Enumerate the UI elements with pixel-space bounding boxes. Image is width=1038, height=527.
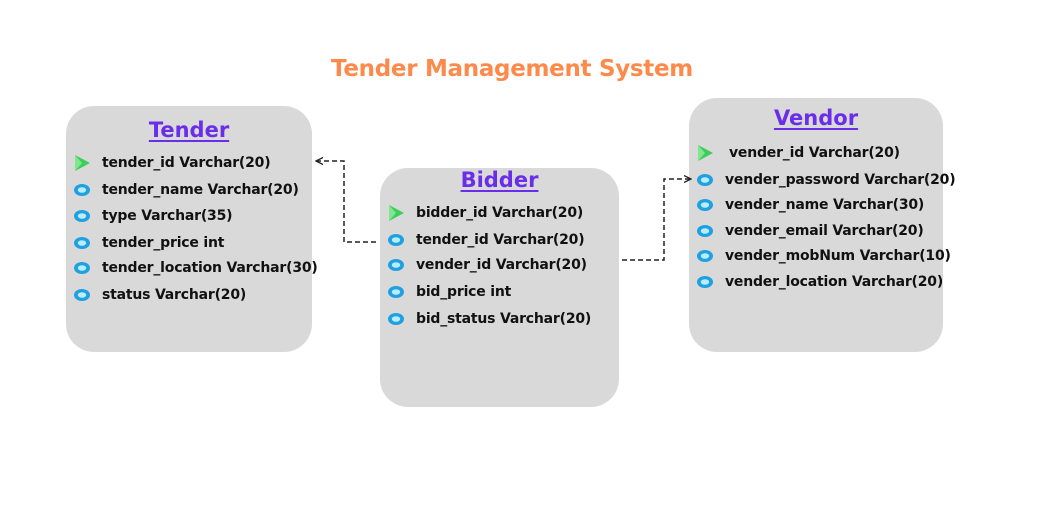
- field-row: tender_name Varchar(20): [72, 179, 299, 201]
- field-label: vender_id Varchar(20): [729, 145, 900, 161]
- field-row: tender_id Varchar(20): [72, 152, 271, 174]
- field-label: type Varchar(35): [102, 208, 233, 224]
- relationship-bidder-tender: [316, 161, 376, 243]
- field-row: tender_id Varchar(20): [386, 229, 585, 251]
- entity-title-vendor: Vendor: [773, 106, 859, 130]
- attribute-disc-icon: [72, 259, 92, 277]
- attribute-disc-icon: [386, 283, 406, 301]
- field-label: vender_id Varchar(20): [416, 257, 587, 273]
- entity-bidder: Bidder bidder_id Varchar(20) tender_id V…: [380, 168, 619, 407]
- field-row: status Varchar(20): [72, 284, 246, 306]
- attribute-disc-icon: [386, 231, 406, 249]
- primary-key-triangle-icon: [386, 204, 406, 222]
- relationship-bidder-vendor: [622, 179, 691, 261]
- entity-title-bidder: Bidder: [460, 168, 539, 192]
- attribute-disc-icon: [72, 207, 92, 225]
- field-row: vender_email Varchar(20): [695, 220, 924, 242]
- field-label: vender_name Varchar(30): [725, 197, 925, 213]
- field-row: bid_price int: [386, 281, 511, 303]
- attribute-disc-icon: [695, 171, 715, 189]
- field-row: tender_location Varchar(30): [72, 257, 318, 279]
- attribute-disc-icon: [695, 247, 715, 265]
- attribute-disc-icon: [695, 222, 715, 240]
- entity-title-tender: Tender: [148, 118, 230, 142]
- field-label: bid_status Varchar(20): [416, 311, 592, 327]
- field-label: vender_email Varchar(20): [725, 223, 924, 239]
- primary-key-triangle-icon: [72, 154, 92, 172]
- field-label: vender_mobNum Varchar(10): [725, 248, 951, 264]
- field-label: tender_id Varchar(20): [416, 232, 585, 248]
- field-row: bidder_id Varchar(20): [386, 202, 583, 224]
- attribute-disc-icon: [386, 310, 406, 328]
- attribute-disc-icon: [72, 286, 92, 304]
- attribute-disc-icon: [695, 196, 715, 214]
- field-row: type Varchar(35): [72, 205, 233, 227]
- field-label: status Varchar(20): [102, 287, 247, 303]
- field-row: vender_id Varchar(20): [695, 142, 900, 164]
- field-label: bidder_id Varchar(20): [416, 205, 584, 221]
- field-label: vender_location Varchar(20): [725, 274, 944, 290]
- field-label: tender_location Varchar(30): [102, 260, 318, 276]
- field-row: vender_location Varchar(20): [695, 271, 943, 293]
- field-label: tender_id Varchar(20): [102, 155, 271, 171]
- field-label: vender_password Varchar(20): [725, 172, 956, 188]
- entity-vendor: Vendor vender_id Varchar(20) vender_pass…: [689, 98, 956, 352]
- attribute-disc-icon: [72, 181, 92, 199]
- attribute-disc-icon: [72, 234, 92, 252]
- entity-tender: Tender tender_id Varchar(20) tender_name…: [66, 106, 318, 352]
- field-row: tender_price int: [72, 232, 224, 254]
- diagram-title: Tender Management System: [331, 56, 693, 82]
- field-row: vender_mobNum Varchar(10): [695, 245, 951, 267]
- field-row: vender_name Varchar(30): [695, 194, 924, 216]
- attribute-disc-icon: [386, 256, 406, 274]
- field-label: tender_price int: [102, 235, 225, 251]
- field-label: tender_name Varchar(20): [102, 182, 299, 198]
- primary-key-triangle-icon: [695, 144, 715, 162]
- field-row: bid_status Varchar(20): [386, 308, 591, 330]
- attribute-disc-icon: [695, 273, 715, 291]
- field-row: vender_id Varchar(20): [386, 254, 587, 276]
- field-row: vender_password Varchar(20): [695, 169, 956, 191]
- field-label: bid_price int: [416, 284, 512, 300]
